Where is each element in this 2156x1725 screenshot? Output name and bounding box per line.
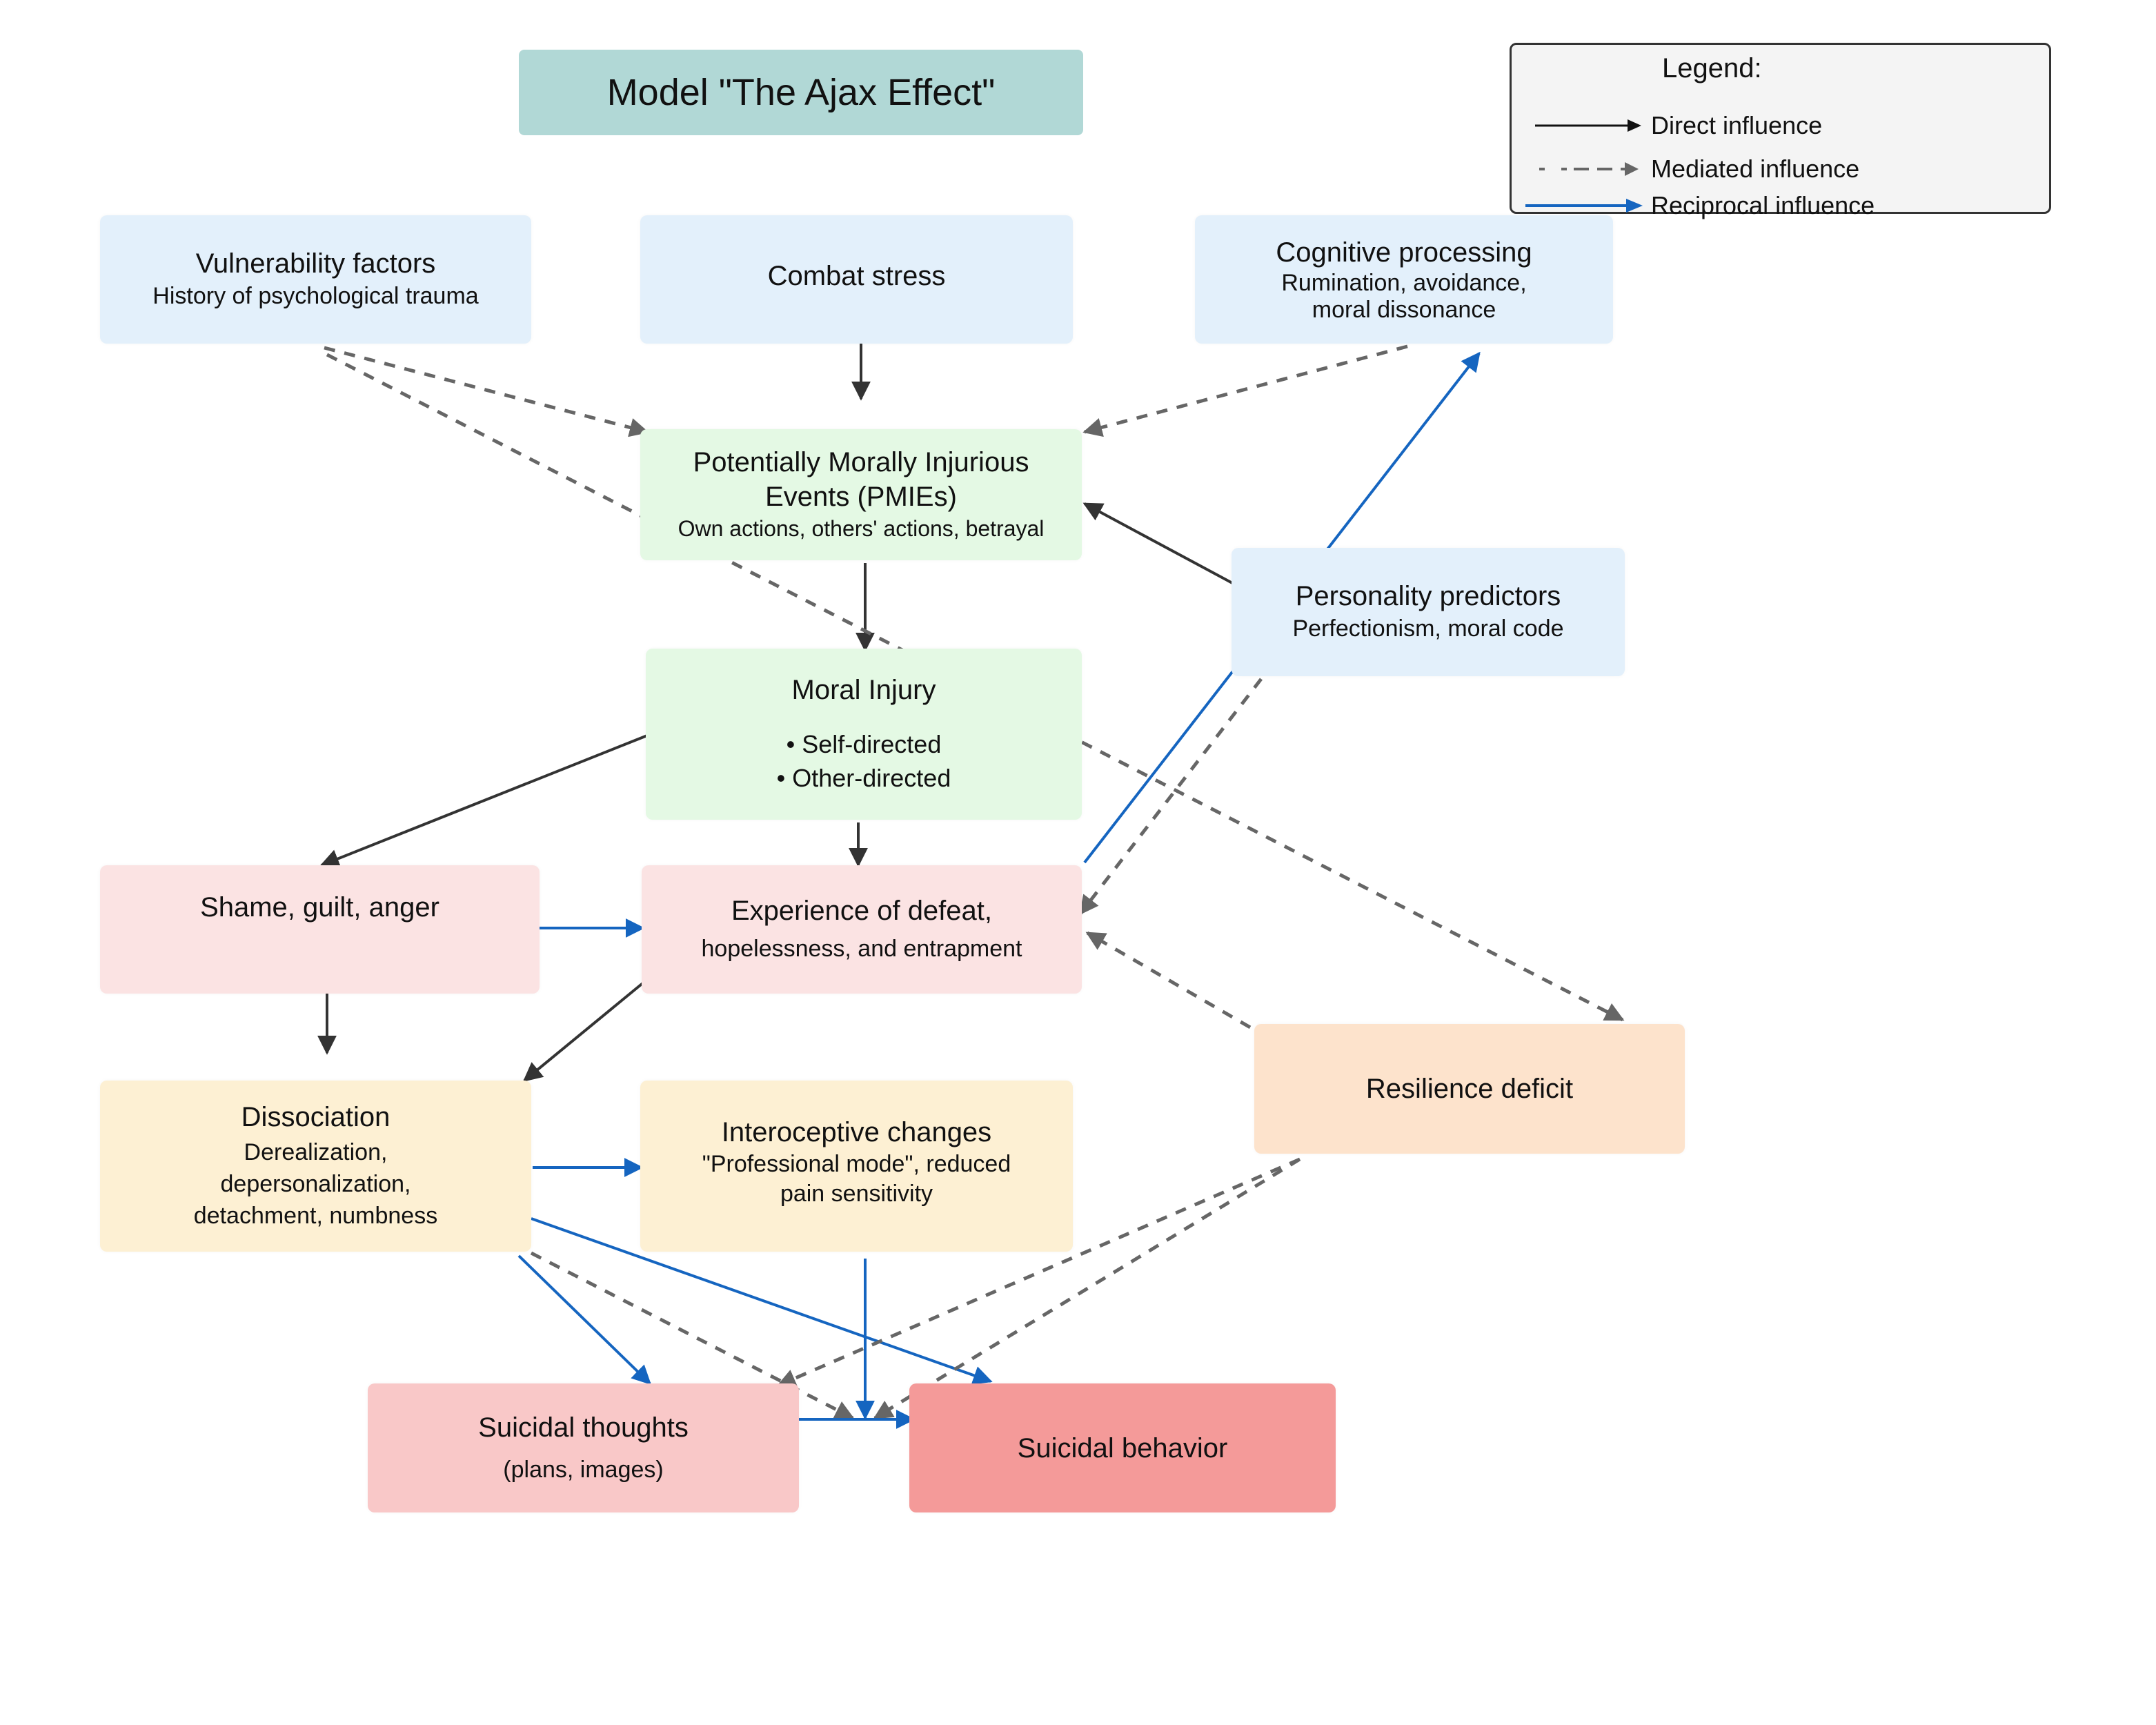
edge-personality-to-pmie-direct — [1082, 502, 1234, 585]
node-suicidal-behavior: Suicidal behavior — [909, 1383, 1336, 1512]
node-combat-stress: Combat stress — [640, 215, 1073, 344]
node-title: Cognitive processing — [1276, 237, 1532, 268]
legend-item-direct: Direct influence — [1512, 108, 1822, 143]
legend-label: Mediated influence — [1651, 155, 1860, 183]
node-subtitle: Perfectionism, moral code — [1292, 615, 1564, 642]
edge-moral_injury-to-shame-direct — [319, 734, 648, 868]
node-title: Experience of defeat, — [731, 896, 993, 927]
node-subtitle: History of psychological trauma — [152, 283, 479, 310]
node-line: detachment, numbness — [193, 1202, 438, 1229]
node-title: Dissociation — [241, 1102, 390, 1133]
node-title: Moral Injury — [791, 675, 936, 706]
node-line: pain sensitivity — [780, 1180, 933, 1207]
node-line: depersonalization, — [220, 1171, 411, 1198]
solid-arrow-icon — [1535, 119, 1641, 132]
edge-defeat-to-dissociation-direct — [522, 977, 650, 1082]
node-title: Vulnerability factors — [195, 248, 436, 279]
node-title: Personality predictors — [1295, 581, 1561, 612]
node-title: Combat stress — [767, 261, 946, 291]
legend-heading: Legend: — [1662, 53, 1762, 83]
legend: Legend: Direct influence Mediated influe… — [1510, 43, 2051, 219]
node-personality-predictors: Personality predictors Perfectionism, mo… — [1232, 548, 1625, 676]
node-title: Suicidal thoughts — [478, 1412, 689, 1443]
node-title: Shame, guilt, anger — [200, 892, 439, 923]
node-shame-guilt-anger: Shame, guilt, anger — [100, 865, 540, 994]
node-subtitle: Rumination, avoidance, — [1281, 269, 1527, 296]
node-cognitive-processing: Cognitive processing Rumination, avoidan… — [1195, 215, 1613, 344]
node-suicidal-thoughts: Suicidal thoughts (plans, images) — [368, 1383, 799, 1512]
legend-item-reciprocal: Reciprocal influence — [1512, 188, 1875, 223]
edge-resilience-to-defeat-mediated — [1085, 931, 1269, 1040]
node-subtitle-2: moral dissonance — [1312, 297, 1496, 323]
node-subtitle: hopelessness, and entrapment — [701, 936, 1022, 963]
legend-item-mediated: Mediated influence — [1512, 152, 1859, 186]
bullet-self-directed: • Self-directed — [786, 730, 942, 759]
bullet-other-directed: • Other-directed — [776, 764, 951, 792]
legend-label: Reciprocal influence — [1651, 191, 1875, 219]
node-dissociation: Dissociation Derealization, depersonaliz… — [100, 1081, 531, 1252]
edge-dissociation-to-thoughts-reciprocal — [517, 1254, 652, 1385]
node-experience-of-defeat: Experience of defeat, hopelessness, and … — [642, 865, 1082, 994]
legend-label: Direct influence — [1651, 111, 1823, 139]
node-vulnerability-factors: Vulnerability factors History of psychol… — [100, 215, 531, 344]
node-line: "Professional mode", reduced — [702, 1151, 1011, 1177]
node-title-2: Events (PMIEs) — [765, 482, 957, 513]
node-moral-injury: Moral Injury • Self-directed • Other-dir… — [646, 649, 1082, 820]
edge-cognitive-to-pmie-mediated — [1082, 344, 1408, 437]
node-line: Derealization, — [244, 1139, 388, 1166]
node-title: Interoceptive changes — [721, 1117, 992, 1147]
dashed-arrow-icon — [1539, 162, 1639, 176]
node-subtitle: Own actions, others' actions, betrayal — [678, 516, 1045, 542]
node-pmie: Potentially Morally Injurious Events (PM… — [640, 429, 1082, 560]
edge-vulnerability-to-pmie-mediated — [324, 346, 649, 437]
node-interoceptive-changes: Interoceptive changes "Professional mode… — [640, 1081, 1073, 1252]
diagram-title: Model "The Ajax Effect" — [519, 50, 1083, 135]
node-resilience-deficit: Resilience deficit — [1254, 1024, 1685, 1154]
node-title: Resilience deficit — [1365, 1074, 1574, 1104]
edge-personality-to-defeat-mediated — [1079, 678, 1263, 916]
node-title: Potentially Morally Injurious — [693, 447, 1029, 478]
node-subtitle: (plans, images) — [503, 1456, 664, 1483]
node-title: Suicidal behavior — [1017, 1432, 1228, 1463]
blue-arrow-icon — [1525, 199, 1643, 213]
